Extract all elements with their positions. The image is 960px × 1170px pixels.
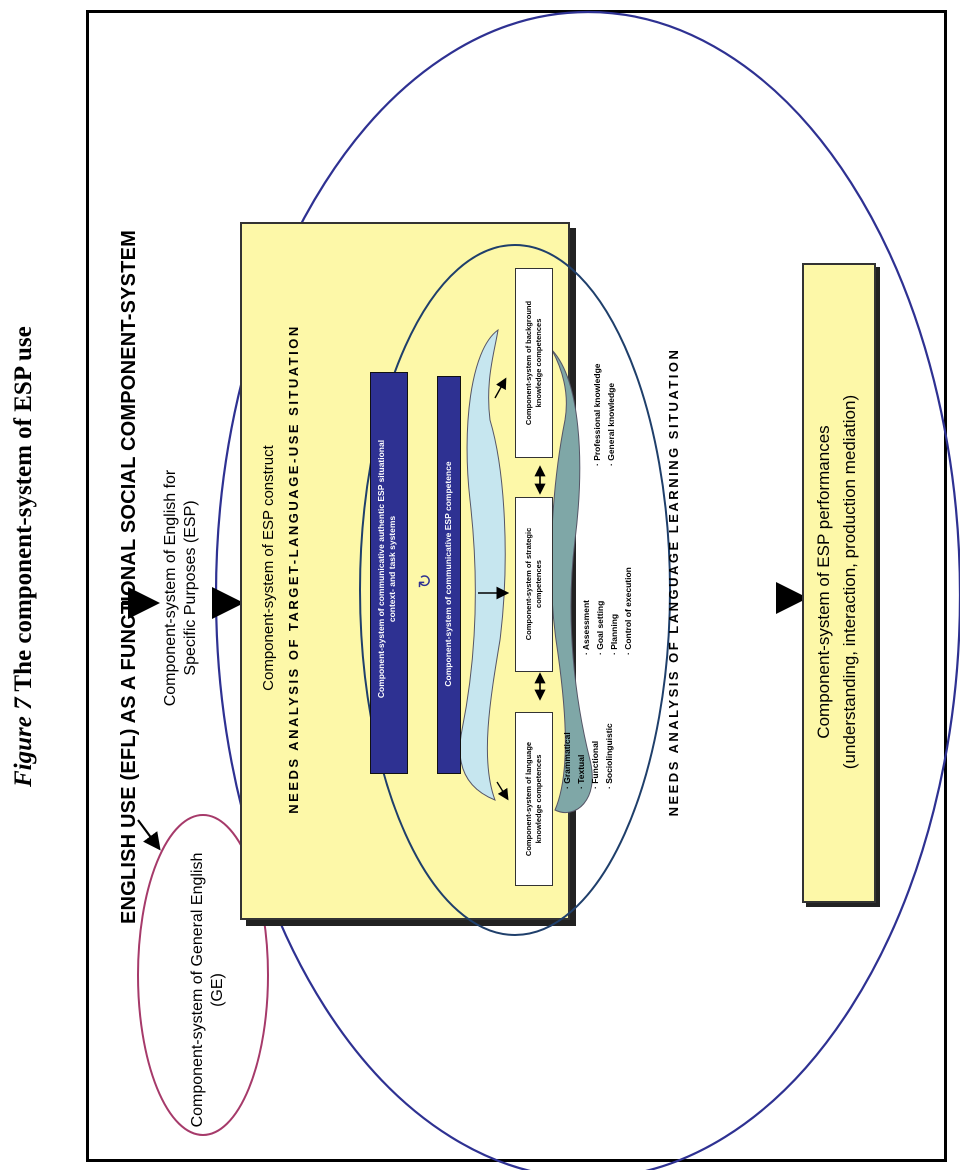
context-line2: context- and task systems: [387, 515, 397, 623]
context-line1: Component-system of communicative authen…: [376, 439, 386, 699]
language-item: · Grammatical: [562, 732, 572, 789]
competence-bar: [437, 376, 461, 774]
language-knowledge-line1: Component-system of language: [524, 741, 533, 857]
arch-top-text: NEEDS ANALYSIS OF TARGET-LANGUAGE-USE SI…: [286, 324, 301, 814]
strategic-label: Component-system of strategic competence…: [524, 497, 544, 671]
background-list: · Professional knowledge · General knowl…: [590, 336, 620, 466]
arch-bottom-text: NEEDS ANALYSIS OF LANGUAGE LEARNING SITU…: [666, 347, 681, 817]
strategic-item: · Assessment: [581, 600, 591, 655]
language-item: · Functional: [590, 740, 600, 789]
swirl-arrow-bottom: [496, 781, 509, 801]
strategic-box: [515, 497, 553, 672]
swirl-left: [459, 328, 506, 801]
swirl-arrow-top: [494, 377, 507, 399]
inner-ellipse: [359, 244, 671, 936]
strategic-line1: Component-system of strategic: [524, 527, 533, 641]
strategic-item: · Goal setting: [595, 600, 605, 655]
language-knowledge-line2: knowledge competences: [533, 754, 543, 844]
language-knowledge-box: [515, 712, 553, 886]
background-line2: knowledge competences: [533, 318, 543, 408]
context-bar: [370, 372, 408, 774]
cycle-icon: ↻: [415, 573, 435, 589]
competence-bar-text: Component-system of communicative ESP co…: [443, 461, 453, 687]
language-item: · Sociolinguistic: [604, 723, 614, 789]
strategic-item: · Planning: [609, 613, 619, 655]
context-bar-text: Component-system of communicative authen…: [376, 369, 402, 769]
swirl-right: [550, 349, 593, 813]
performance-line1: Component-system of ESP performances: [814, 425, 833, 739]
background-label: Component-system of background knowledge…: [524, 268, 544, 458]
strategic-line2: competences: [533, 560, 543, 608]
background-item: · General knowledge: [606, 382, 616, 466]
construct-label: Component-system of ESP construct: [260, 445, 277, 691]
performance-box: [802, 263, 876, 903]
strategic-list: · Assessment · Goal setting · Planning ·…: [579, 535, 637, 655]
performance-line2: (understanding, interaction, production …: [840, 394, 859, 770]
ge-ellipse: [137, 814, 269, 1136]
performance-label: Component-system of ESP performances (un…: [811, 282, 863, 882]
strategic-item: · Control of execution: [623, 567, 633, 655]
language-item: · Textual: [576, 754, 586, 789]
background-box: [515, 268, 553, 458]
language-knowledge-label: Component-system of language knowledge c…: [524, 712, 544, 886]
arrow-to-ge: [137, 819, 161, 851]
background-line1: Component-system of background: [524, 300, 533, 426]
background-item: · Professional knowledge: [592, 363, 602, 466]
language-knowledge-list: · Grammatical · Textual · Functional · S…: [560, 689, 618, 789]
